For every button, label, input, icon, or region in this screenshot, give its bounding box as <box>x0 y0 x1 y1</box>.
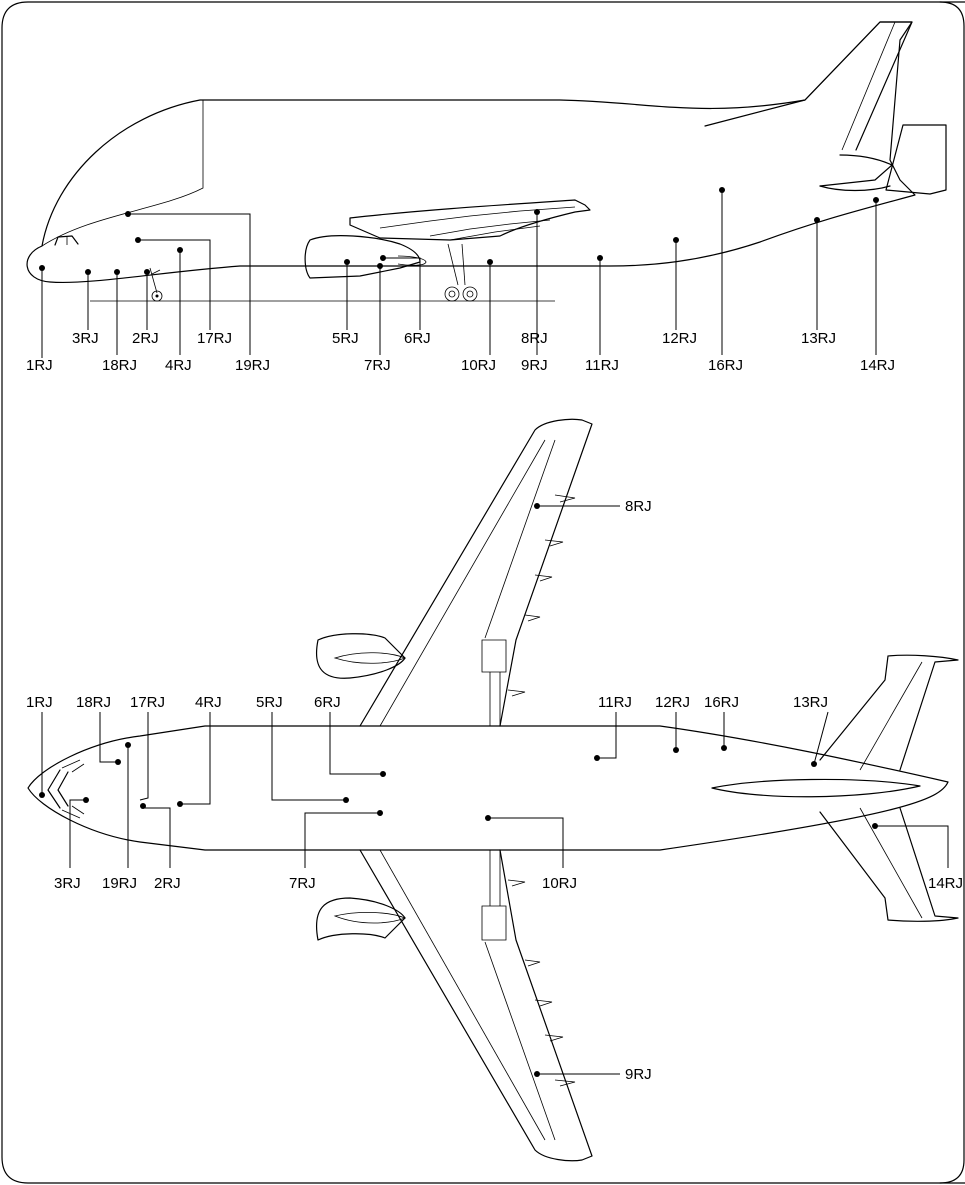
side-label-2rj: 2RJ <box>132 330 159 347</box>
side-leaders <box>41 190 877 358</box>
top-label-17rj: 17RJ <box>130 694 165 711</box>
top-label-8rj: 8RJ <box>625 498 652 515</box>
side-label-6rj: 6RJ <box>404 330 431 347</box>
top-engine-lower <box>316 897 406 941</box>
side-view <box>26 21 947 302</box>
top-label-18rj: 18RJ <box>76 694 111 711</box>
side-label-14rj: 14RJ <box>860 357 895 374</box>
side-label-19rj: 19RJ <box>235 357 270 374</box>
side-label-17rj: 17RJ <box>197 330 232 347</box>
top-fuselage <box>27 725 949 851</box>
top-view <box>27 418 959 1162</box>
top-labels: 1RJ 18RJ 17RJ 4RJ 5RJ 6RJ 3RJ 19RJ 2RJ 7… <box>26 498 963 1083</box>
side-labels: 1RJ 3RJ 18RJ 2RJ 4RJ 17RJ 19RJ 5RJ 7RJ 6… <box>26 330 895 374</box>
top-label-3rj: 3RJ <box>54 875 81 892</box>
top-label-6rj: 6RJ <box>314 694 341 711</box>
top-label-11rj: 11RJ <box>598 694 632 711</box>
side-label-1rj: 1RJ <box>26 357 53 374</box>
side-points <box>39 187 879 275</box>
top-label-1rj: 1RJ <box>26 694 53 711</box>
side-label-7rj: 7RJ <box>364 357 391 374</box>
top-engine-upper <box>316 633 406 679</box>
side-label-12rj: 12RJ <box>662 330 697 347</box>
side-label-3rj: 3RJ <box>72 330 99 347</box>
side-label-11rj: 11RJ <box>585 357 619 374</box>
side-label-10rj: 10RJ <box>461 357 496 374</box>
top-wing-upper <box>359 418 593 727</box>
top-label-5rj: 5RJ <box>256 694 283 711</box>
top-label-2rj: 2RJ <box>154 875 181 892</box>
side-label-4rj: 4RJ <box>165 357 192 374</box>
side-label-18rj: 18RJ <box>102 357 137 374</box>
side-engine <box>304 235 421 279</box>
side-wing <box>349 199 591 241</box>
top-label-19rj: 19RJ <box>102 875 137 892</box>
side-fuselage <box>26 21 916 284</box>
side-label-5rj: 5RJ <box>332 330 359 347</box>
top-leaders <box>41 505 949 1075</box>
top-label-13rj: 13RJ <box>793 694 828 711</box>
side-label-16rj: 16RJ <box>708 357 743 374</box>
side-label-8rj: 8RJ <box>521 330 548 347</box>
top-points <box>39 503 878 1077</box>
top-label-9rj: 9RJ <box>625 1066 652 1083</box>
top-wing-lower <box>359 849 593 1162</box>
top-label-16rj: 16RJ <box>704 694 739 711</box>
top-label-14rj: 14RJ <box>928 875 963 892</box>
side-label-13rj: 13RJ <box>801 330 836 347</box>
top-label-7rj: 7RJ <box>289 875 316 892</box>
top-label-12rj: 12RJ <box>655 694 690 711</box>
top-label-10rj: 10RJ <box>542 875 577 892</box>
side-label-9rj: 9RJ <box>521 357 548 374</box>
top-label-4rj: 4RJ <box>195 694 222 711</box>
